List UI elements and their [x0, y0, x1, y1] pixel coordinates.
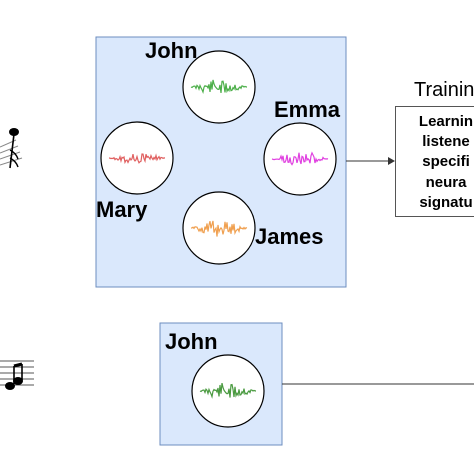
- speaker-name-emma: Emma: [274, 97, 341, 122]
- music-staff-icon: [0, 360, 34, 390]
- john-waveform: [190, 79, 248, 95]
- bottom-john-waveform: [199, 382, 257, 399]
- training-line: neura: [425, 174, 467, 191]
- bottom-speaker-name-john: John: [165, 329, 218, 354]
- training-box: Learnin listene specifi neura signatu: [395, 106, 474, 217]
- arrow-head: [388, 157, 395, 165]
- speaker-name-mary: Mary: [96, 197, 148, 222]
- speaker-name-john: John: [145, 38, 198, 63]
- music-note-icon: [0, 128, 23, 169]
- training-title: Trainin: [414, 79, 474, 101]
- training-line: Learnin: [418, 113, 474, 130]
- james-waveform: [190, 220, 248, 237]
- mary-waveform: [108, 153, 166, 165]
- emma-waveform: [271, 151, 329, 166]
- speaker-name-james: James: [255, 224, 324, 249]
- training-line: signatu: [419, 194, 473, 211]
- training-line: listene: [422, 133, 470, 150]
- training-line: specifi: [422, 153, 470, 170]
